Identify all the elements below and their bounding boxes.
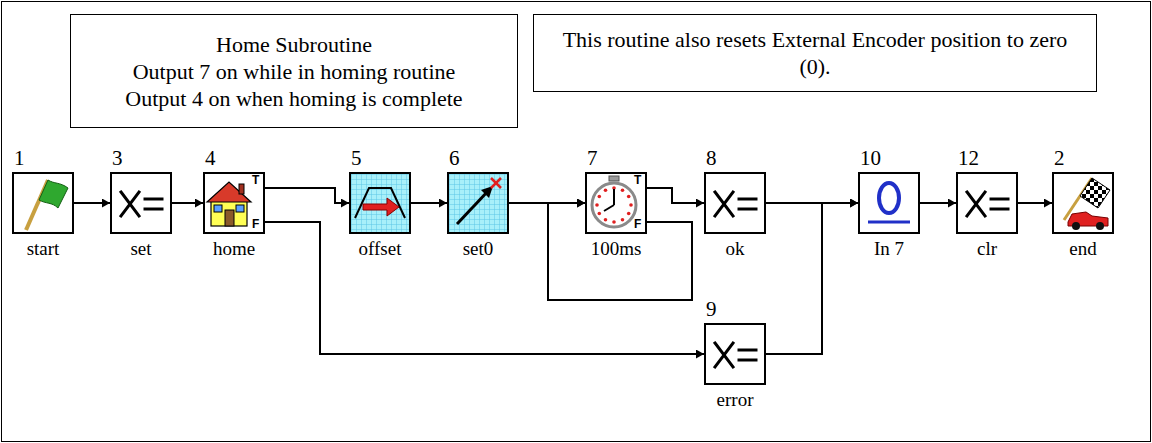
block-number: 5 — [351, 146, 362, 170]
note-heading: Home Subroutine — [85, 31, 503, 58]
zero-symbol — [879, 183, 899, 213]
block-number: 2 — [1054, 146, 1065, 170]
house-window — [214, 205, 222, 212]
branch-letter: F — [634, 218, 641, 231]
chimney — [239, 184, 244, 194]
hour-hand — [604, 205, 614, 211]
icon-box — [704, 323, 766, 385]
flow-connector — [265, 222, 704, 354]
block-label: offset — [359, 237, 402, 261]
house-roof — [207, 182, 251, 202]
green-flag — [39, 180, 68, 208]
note-box: This routine also resets External Encode… — [533, 14, 1097, 92]
flow-connector — [766, 203, 858, 354]
flow-connector — [647, 188, 704, 203]
block-label: error — [717, 388, 754, 412]
x-equals-symbol — [967, 192, 1008, 216]
car-wheel — [1072, 222, 1080, 230]
move-block: 5 offset — [349, 146, 411, 264]
end-block: 2 end — [1052, 146, 1114, 264]
note-box: Home SubroutineOutput 7 on while in homi… — [70, 14, 518, 128]
flow-connector — [265, 188, 349, 203]
x-equals-symbol — [715, 192, 756, 216]
set-block: 8 ok — [704, 146, 766, 264]
flow-connector — [1018, 202, 1052, 204]
x-equals-symbol — [121, 192, 162, 216]
flow-connector — [920, 202, 956, 204]
icon-box — [447, 172, 509, 234]
grid-ground — [351, 174, 409, 232]
set-variable-icon — [112, 174, 170, 232]
home-block: 4 home — [203, 146, 265, 264]
stopwatch-crown — [609, 176, 619, 181]
red-cross — [491, 178, 501, 188]
timer-block: 7 100ms — [585, 146, 647, 264]
input-zero-icon — [860, 174, 918, 232]
icon-box — [956, 172, 1018, 234]
set-variable-icon — [706, 325, 764, 383]
block-label: In 7 — [874, 237, 904, 261]
block-number: 4 — [205, 146, 216, 170]
set-block: 3 set — [110, 146, 172, 264]
dial-dots — [595, 186, 633, 224]
flow-connector — [172, 202, 203, 204]
branch-letter: T — [252, 174, 259, 187]
move-arrow — [363, 198, 399, 216]
end-checkered-flag-icon — [1054, 174, 1112, 232]
block-number: 3 — [112, 146, 123, 170]
note-text: Output 4 on when homing is complete — [85, 85, 503, 112]
block-label: ok — [726, 237, 745, 261]
minute-hand — [613, 189, 615, 205]
block-label: set0 — [463, 237, 494, 261]
block-label: end — [1069, 237, 1096, 261]
icon-box — [349, 172, 411, 234]
house-wall — [211, 200, 247, 226]
icon-box — [858, 172, 920, 234]
branch-letter: T — [634, 174, 641, 187]
stopwatch-face — [592, 183, 636, 227]
set-block: 9 error — [704, 297, 766, 415]
block-number: 8 — [706, 146, 717, 170]
checkered-flag — [1080, 178, 1110, 208]
branch-letter: F — [252, 218, 259, 231]
x-equals-symbol — [715, 343, 756, 367]
block-label: clr — [977, 237, 997, 261]
block-number: 12 — [958, 146, 979, 170]
underline-bar — [868, 221, 910, 224]
house-door — [225, 210, 234, 226]
block-number: 7 — [587, 146, 598, 170]
block-label: home — [213, 237, 255, 261]
set-variable-icon — [706, 174, 764, 232]
block-number: 1 — [14, 146, 25, 170]
set-variable-icon — [958, 174, 1016, 232]
block-label: 100ms — [591, 237, 642, 261]
icon-box — [110, 172, 172, 234]
flow-connector — [74, 202, 110, 204]
block-number: 6 — [449, 146, 460, 170]
block-label: start — [27, 237, 60, 261]
set-zero-block: 6 set0 — [447, 146, 509, 264]
set-zero-icon — [449, 174, 507, 232]
note-text: Output 7 on while in homing routine — [85, 58, 503, 85]
icon-box — [704, 172, 766, 234]
house-window — [236, 205, 244, 212]
flow-connector — [411, 202, 447, 204]
start-block: 1 start — [12, 146, 74, 264]
input-block: 10 In 7 — [858, 146, 920, 264]
grid-ground — [449, 174, 507, 232]
position-arrow-shaft — [457, 190, 489, 224]
car-wheel — [1096, 222, 1104, 230]
block-label: set — [130, 237, 151, 261]
start-flag-icon — [14, 174, 72, 232]
block-number: 9 — [706, 297, 717, 321]
block-number: 10 — [860, 146, 881, 170]
icon-box — [12, 172, 74, 234]
move-offset-icon — [351, 174, 409, 232]
set-block: 12 clr — [956, 146, 1018, 264]
note-heading: This routine also resets External Encode… — [548, 26, 1082, 80]
trapezoid-profile — [355, 188, 405, 218]
icon-box — [1052, 172, 1114, 234]
